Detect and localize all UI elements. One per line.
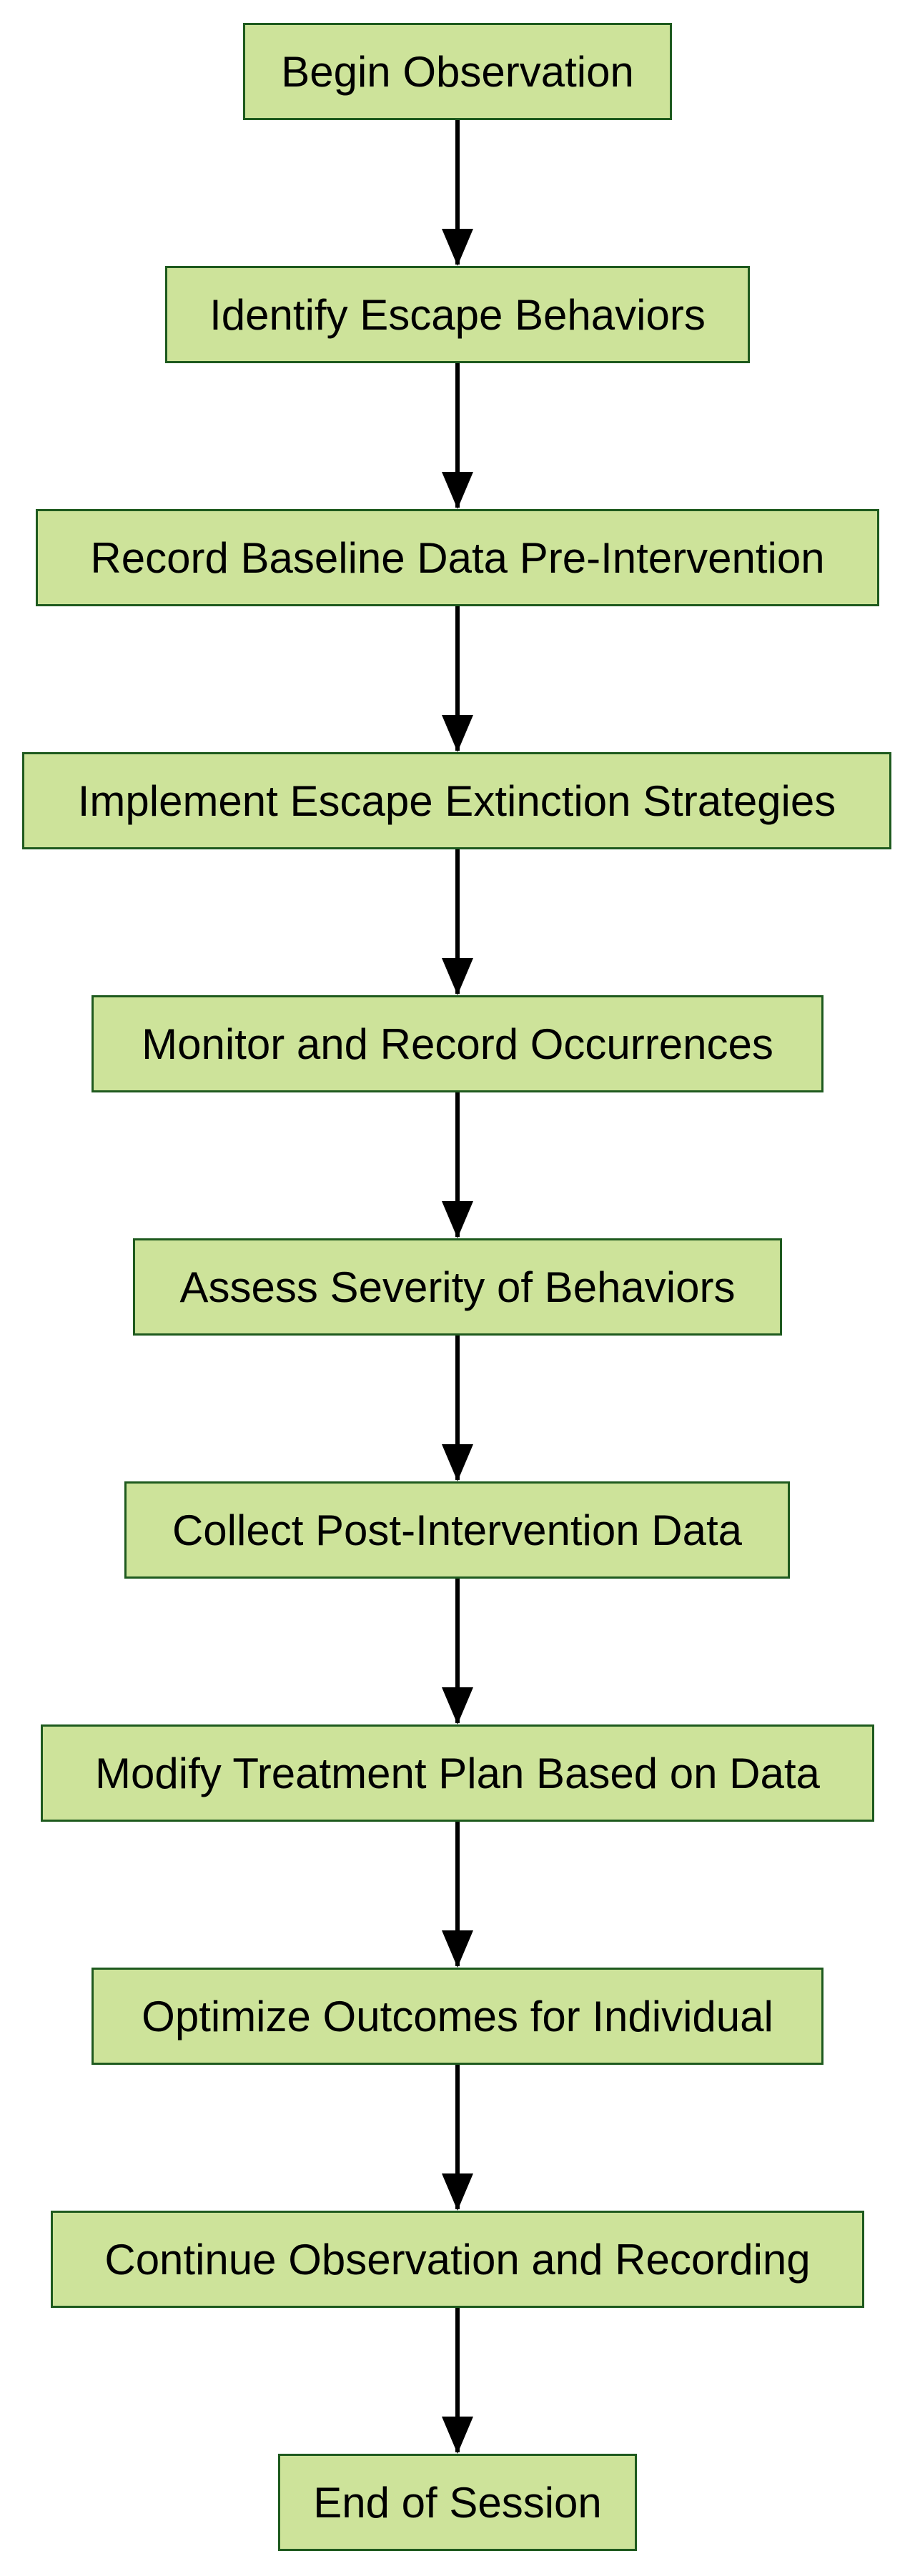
node-modify: Modify Treatment Plan Based on Data <box>41 1724 874 1822</box>
arrowhead-continue-to-end <box>442 2417 473 2454</box>
node-end: End of Session <box>278 2454 637 2551</box>
arrowhead-baseline-to-implement <box>442 715 473 752</box>
node-collect: Collect Post-Intervention Data <box>124 1481 790 1579</box>
node-baseline: Record Baseline Data Pre-Intervention <box>36 509 879 606</box>
node-continue: Continue Observation and Recording <box>51 2211 864 2308</box>
arrowhead-monitor-to-assess <box>442 1201 473 1238</box>
node-assess-label: Assess Severity of Behaviors <box>179 1263 736 1311</box>
node-implement: Implement Escape Extinction Strategies <box>22 752 891 849</box>
arrowhead-modify-to-optimize <box>442 1930 473 1968</box>
node-end-label: End of Session <box>313 2478 602 2527</box>
arrowhead-optimize-to-continue <box>442 2173 473 2211</box>
node-identify-label: Identify Escape Behaviors <box>209 290 706 339</box>
arrowhead-assess-to-collect <box>442 1444 473 1481</box>
node-modify-label: Modify Treatment Plan Based on Data <box>95 1749 820 1797</box>
node-continue-label: Continue Observation and Recording <box>104 2235 811 2284</box>
node-optimize: Optimize Outcomes for Individual <box>92 1968 824 2065</box>
node-implement-label: Implement Escape Extinction Strategies <box>77 776 836 825</box>
node-begin: Begin Observation <box>243 23 672 120</box>
node-begin-label: Begin Observation <box>281 47 634 96</box>
node-optimize-label: Optimize Outcomes for Individual <box>142 1992 773 2040</box>
arrowhead-identify-to-baseline <box>442 472 473 509</box>
node-monitor-label: Monitor and Record Occurrences <box>142 1020 773 1068</box>
arrowhead-collect-to-modify <box>442 1687 473 1724</box>
node-baseline-label: Record Baseline Data Pre-Intervention <box>90 533 825 582</box>
node-collect-label: Collect Post-Intervention Data <box>172 1506 743 1554</box>
node-identify: Identify Escape Behaviors <box>165 266 750 363</box>
node-monitor: Monitor and Record Occurrences <box>92 995 824 1092</box>
node-assess: Assess Severity of Behaviors <box>133 1238 782 1336</box>
arrowhead-begin-to-identify <box>442 229 473 266</box>
arrowhead-implement-to-monitor <box>442 958 473 995</box>
